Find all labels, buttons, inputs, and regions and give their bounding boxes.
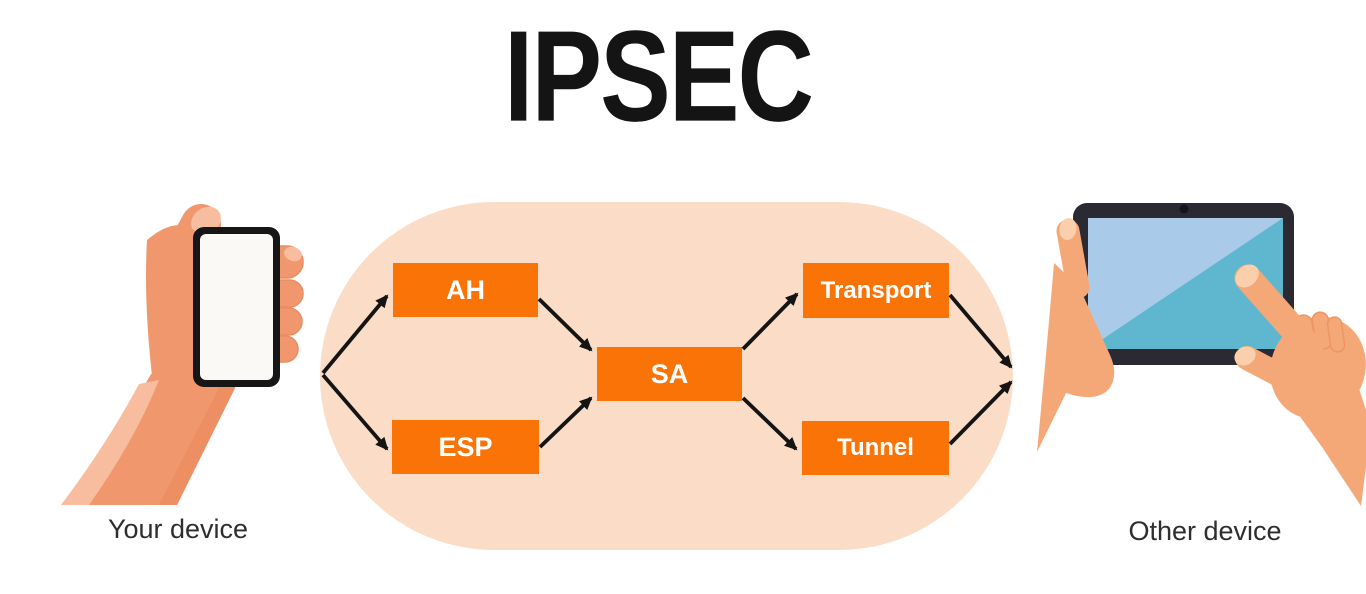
forearm	[61, 360, 237, 505]
finger-highlight	[284, 246, 302, 262]
left-hand	[61, 204, 304, 505]
node-transport: Transport	[803, 263, 949, 318]
smartphone	[193, 227, 280, 387]
node-ah-label: AH	[446, 274, 485, 305]
hand-holding-phone-illustration	[61, 204, 304, 505]
thumb	[147, 204, 221, 306]
holding-hand	[1037, 218, 1115, 452]
pointing-hand	[1234, 264, 1366, 506]
node-ah: AH	[393, 263, 538, 317]
thumb-nail	[191, 206, 221, 236]
pointing-arm	[1288, 367, 1366, 506]
your-device-label: Your device	[107, 514, 249, 544]
camera-icon	[1179, 204, 1189, 214]
phone-body	[193, 227, 280, 387]
pointing-palm	[1270, 316, 1366, 420]
palm	[146, 225, 207, 400]
node-tunnel: Tunnel	[802, 421, 949, 475]
node-transport-label: Transport	[820, 276, 932, 304]
node-sa: SA	[597, 347, 742, 401]
index-finger	[1234, 264, 1324, 362]
tablet-screen-glare	[1088, 218, 1283, 349]
curled-fingers	[1294, 311, 1346, 353]
tablet-screen	[1088, 218, 1283, 349]
fingers	[250, 245, 304, 363]
tablet-body	[1073, 203, 1294, 365]
node-sa-label: SA	[650, 358, 689, 389]
middle-finger	[1235, 346, 1314, 399]
hands-holding-tablet-illustration	[1037, 203, 1366, 506]
other-device-label: Other device	[1128, 516, 1282, 546]
holding-thumb	[1056, 219, 1090, 299]
node-esp-label: ESP	[438, 431, 493, 462]
node-tunnel-label: Tunnel	[837, 434, 914, 461]
forearm-highlight	[61, 380, 159, 505]
index-finger-nail	[1235, 264, 1259, 288]
holding-thumb-nail	[1059, 218, 1077, 240]
holding-palm-arm	[1037, 263, 1115, 452]
tablet	[1073, 203, 1294, 365]
phone-screen	[200, 234, 273, 380]
middle-finger-nail	[1234, 346, 1256, 366]
page-title: IPSEC	[503, 4, 814, 149]
forearm-shadow	[159, 360, 237, 505]
node-esp: ESP	[392, 420, 539, 474]
